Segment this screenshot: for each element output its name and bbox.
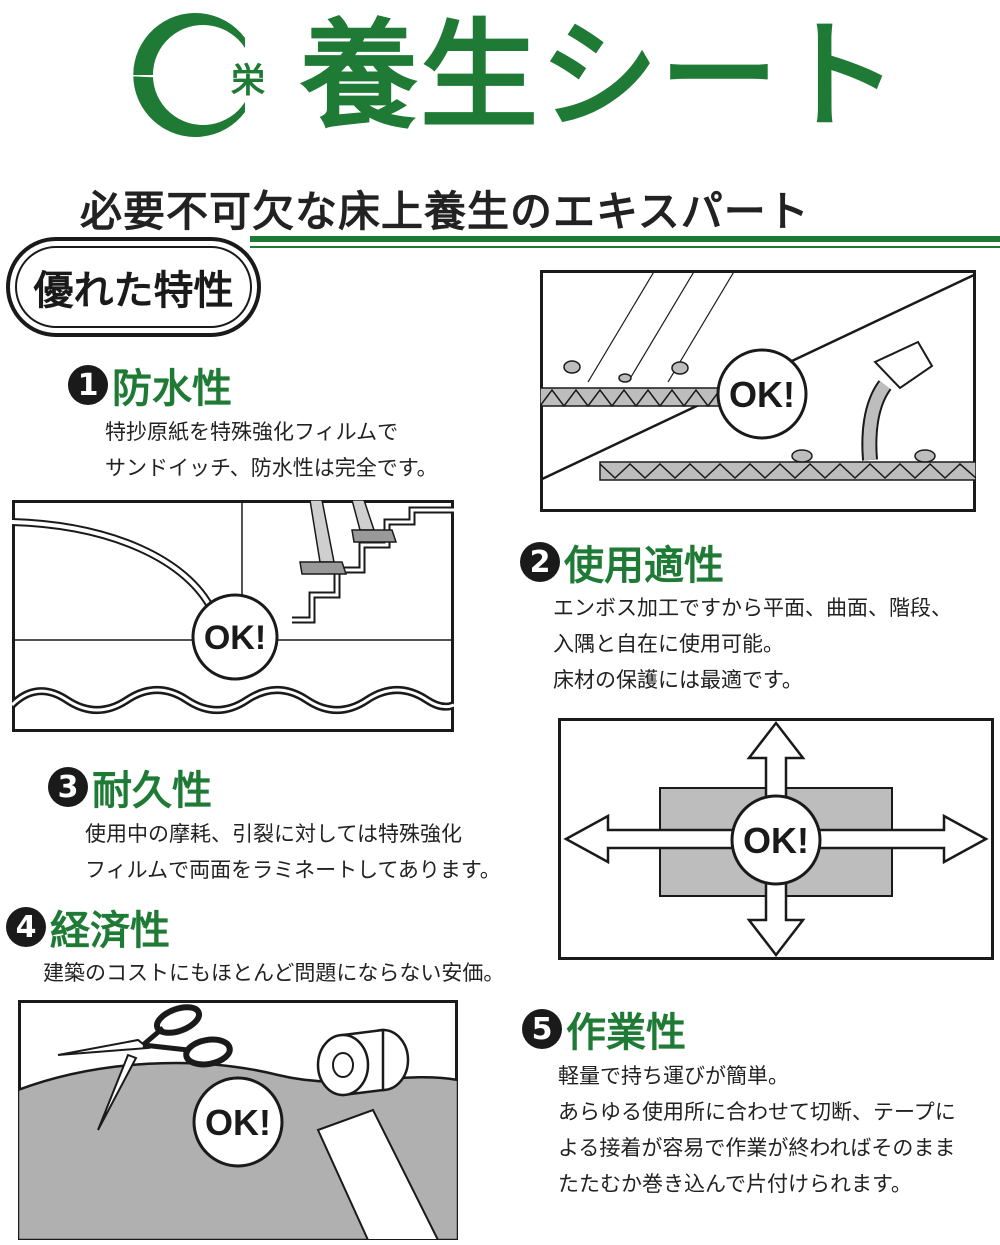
ok-badge: OK! [743,820,809,861]
section-4-number: 4 [6,907,46,947]
ok-badge: OK! [729,374,795,415]
features-badge: 優れた特性 [6,237,261,337]
section-2-number: 2 [520,542,560,582]
logo-mark: 栄 [231,62,265,100]
section-2-name: 使用適性 [564,543,724,589]
company-logo: 栄 [107,13,265,137]
section-4-name: 経済性 [50,908,170,954]
section-4-title: 4 経済性 [6,898,170,956]
durability-illustration: OK! [558,718,994,960]
section-1-title: 1 防水性 [68,356,232,414]
section-1-body: 特抄原紙を特殊強化フィルムで サンドイッチ、防水性は完全です。 [105,420,438,480]
subtitle-rule [250,236,1000,242]
subtitle-rule-thin [250,246,1000,248]
waterproof-illustration: OK! [540,270,976,512]
section-1-name: 防水性 [112,366,232,412]
section-1-number: 1 [68,365,108,405]
stairs-illustration: OK! [12,500,454,732]
section-3-name: 耐久性 [92,768,212,814]
section-2-title: 2 使用適性 [520,533,724,591]
page-subtitle: 必要不可欠な床上養生のエキスパート [80,187,810,236]
ok-badge: OK! [205,1102,271,1143]
section-5-body: 軽量で持ち運びが簡単。 あらゆる使用所に合わせて切断、テープに よる接着が容易で… [558,1064,956,1196]
section-5-number: 5 [522,1009,562,1049]
section-3-body: 使用中の摩耗、引裂に対しては特殊強化 フィルムで両面をラミネートしてあります。 [85,822,501,882]
section-2-body: エンボス加工ですから平面、曲面、階段、 入隅と自在に使用可能。 床材の保護には最… [553,596,952,692]
section-5-title: 5 作業性 [522,1000,686,1058]
section-3-number: 3 [48,767,88,807]
section-4-body: 建築のコストにもほとんど問題にならない安価。 [43,961,505,985]
page-title: 養生シート [300,7,901,145]
features-badge-label: 優れた特性 [33,268,234,314]
ok-badge: OK! [204,619,266,657]
economy-illustration: OK! [18,1000,458,1240]
section-5-name: 作業性 [566,1010,686,1056]
section-3-title: 3 耐久性 [48,758,212,816]
